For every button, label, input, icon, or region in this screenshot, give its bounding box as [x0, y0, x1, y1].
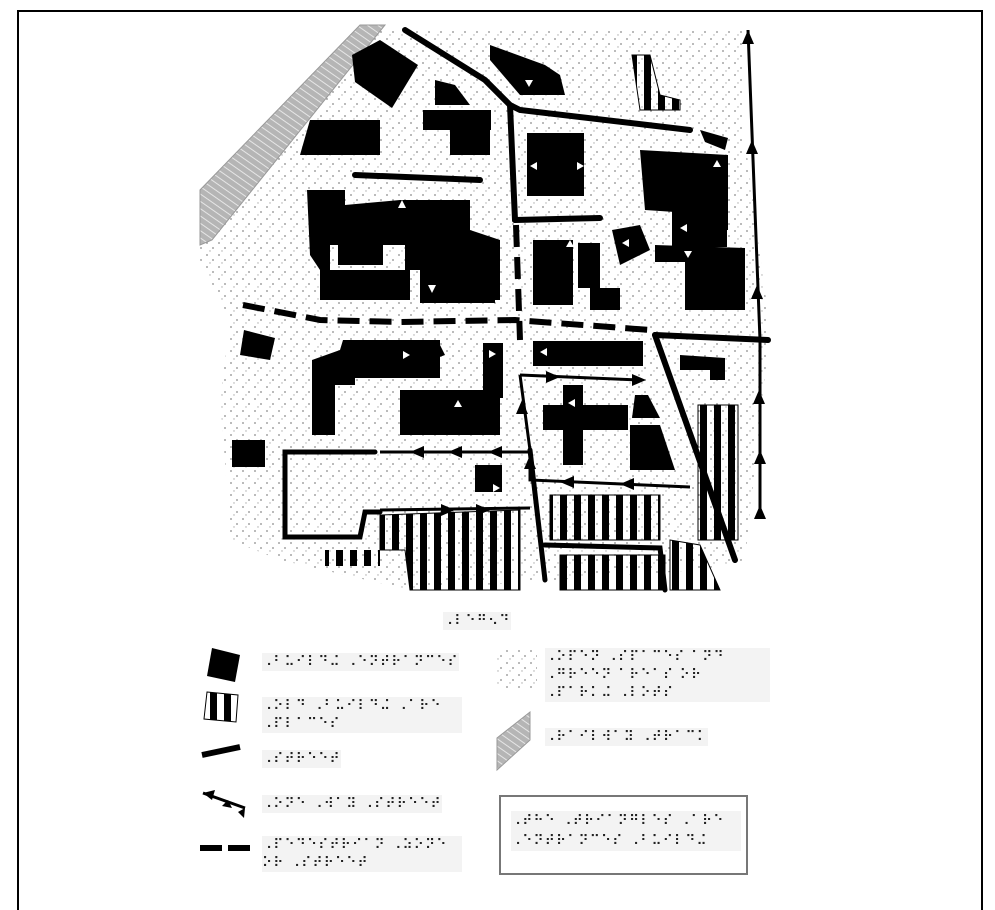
legend-note-text: ⠠⠞⠓⠑ ⠠⠞⠗⠊⠁⠝⠛⠇⠑⠎ ⠠⠁⠗⠑ ⠠⠑⠝⠞⠗⠁⠝⠉⠑⠎ ⠠⠃⠥⠊⠇⠙⠬ [511, 811, 741, 851]
entrance-markers [398, 80, 721, 492]
railway-track [199, 24, 387, 246]
buildings [232, 40, 745, 492]
legend-swatches [200, 648, 537, 851]
old-buildings [325, 54, 739, 591]
legend-label-open-space: ⠠⠕⠏⠑⠝ ⠠⠎⠏⠁⠉⠑⠎ ⠁⠝⠙ ⠠⠛⠗⠑⠑⠝ ⠁⠗⠑⠁⠎ ⠕⠗ ⠠⠏⠁⠗⠅⠬… [545, 648, 770, 702]
open-space-swatch [497, 650, 537, 690]
building-swatch [207, 648, 240, 682]
legend-note-box: ⠠⠞⠓⠑ ⠠⠞⠗⠊⠁⠝⠛⠇⠑⠎ ⠠⠁⠗⠑ ⠠⠑⠝⠞⠗⠁⠝⠉⠑⠎ ⠠⠃⠥⠊⠇⠙⠬ [499, 795, 748, 875]
tactile-map [199, 24, 771, 851]
one-way-arrows [410, 30, 766, 519]
pedestrian-streets [242, 224, 651, 341]
legend-label-pedestrian-street: ⠠⠏⠑⠙⠑⠎⠞⠗⠊⠁⠝ ⠠⠵⠕⠝⠑ ⠕⠗ ⠠⠎⠞⠗⠑⠑⠞ [262, 836, 462, 872]
legend-label-railway: ⠠⠗⠁⠊⠇⠺⠁⠽ ⠠⠞⠗⠁⠉⠅ [545, 728, 709, 746]
map-frame [17, 10, 983, 910]
legend-label-old-buildings: ⠠⠕⠇⠙ ⠠⠃⠥⠊⠇⠙⠬ ⠠⠁⠗⠑ ⠠⠏⠇⠁⠉⠑⠎ [262, 697, 462, 733]
railway-swatch [496, 710, 531, 772]
legend-label-buildings: ⠠⠃⠥⠊⠇⠙⠬ ⠠⠑⠝⠞⠗⠁⠝⠉⠑⠎ [262, 653, 459, 671]
legend-title: ⠠⠇⠑⠛⠢⠙ [443, 612, 511, 630]
legend-label-street: ⠠⠎⠞⠗⠑⠑⠞ [262, 750, 341, 768]
one-way-swatch [202, 790, 246, 818]
street-swatch [201, 744, 241, 758]
legend-label-one-way-street: ⠠⠕⠝⠑ ⠠⠺⠁⠽ ⠠⠎⠞⠗⠑⠑⠞ [262, 795, 442, 813]
old-building-swatch [203, 691, 239, 723]
streets [282, 27, 771, 593]
